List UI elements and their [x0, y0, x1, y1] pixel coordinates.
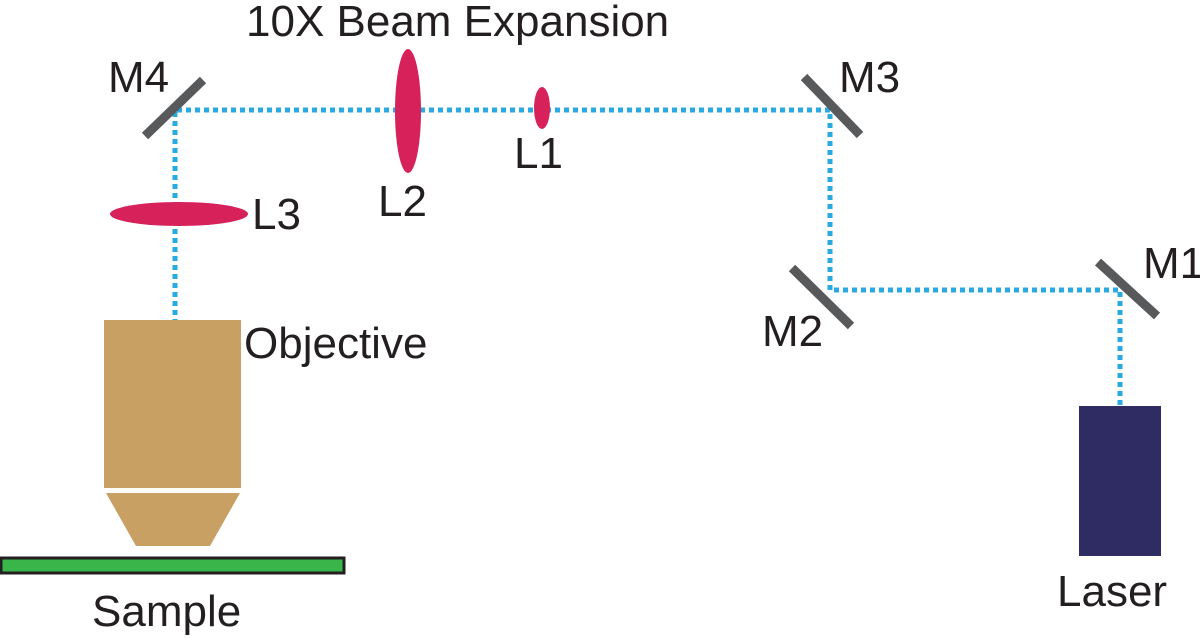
laser-beam [172, 107, 1123, 405]
label-m2: M2 [762, 307, 824, 356]
label-laser: Laser [1057, 567, 1168, 616]
objective-tip [106, 493, 240, 546]
laser-source [1079, 406, 1161, 556]
mirror-m4 [141, 76, 207, 140]
label-l1: L1 [514, 129, 563, 178]
label-l2: L2 [378, 177, 427, 226]
label-sample: Sample [92, 587, 242, 636]
label-l3: L3 [252, 190, 301, 239]
mirror-m3 [800, 73, 864, 139]
objective [104, 320, 241, 546]
diagram-title: 10X Beam Expansion [246, 0, 670, 46]
objective-body [104, 320, 241, 488]
label-m4: M4 [108, 53, 170, 102]
lens-l3 [110, 202, 248, 226]
lens-l2 [395, 49, 421, 173]
label-objective: Objective [244, 319, 428, 368]
label-m1: M1 [1143, 239, 1200, 288]
beam-path [172, 107, 1123, 405]
lens-l1 [534, 87, 550, 129]
mirror-m1 [1094, 258, 1161, 320]
label-m3: M3 [839, 53, 901, 102]
mirror-m2 [788, 264, 855, 330]
sample-slide [0, 556, 346, 575]
